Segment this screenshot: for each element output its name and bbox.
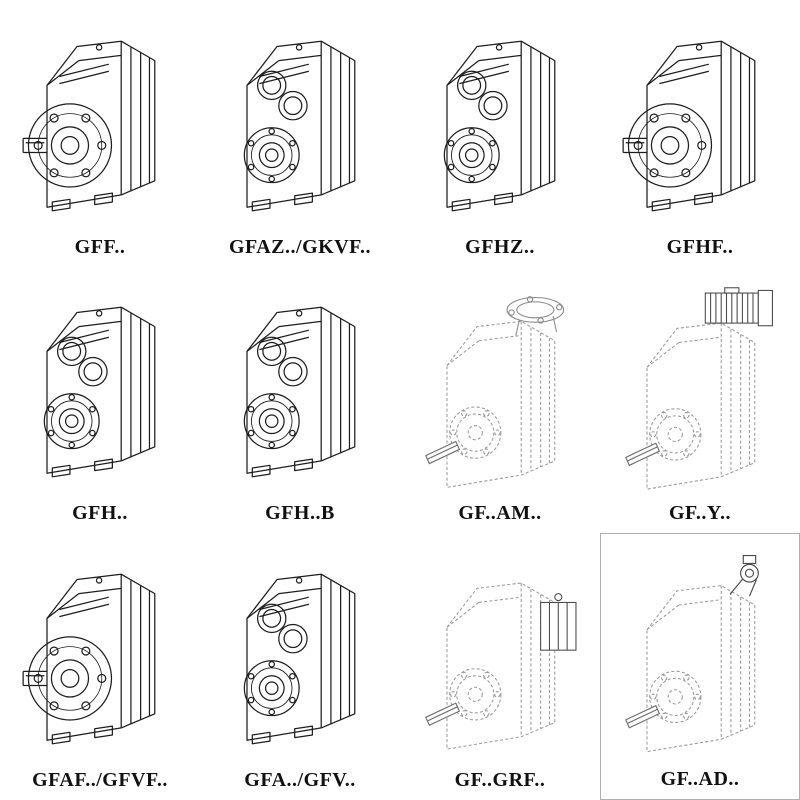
gearbox-label: GFF.. — [74, 235, 126, 258]
gearbox-drawing-gfh-b — [243, 306, 356, 478]
gearbox-drawing-gf-grf — [425, 582, 577, 750]
gearbox-cell: GF..AM.. — [400, 267, 600, 534]
gearbox-cell: GFF.. — [0, 0, 200, 267]
gearbox-drawing-gfh — [43, 306, 156, 478]
gearbox-drawing-gfhz — [443, 40, 556, 212]
gearbox-cell: GFAZ../GKVF.. — [200, 0, 400, 267]
gearbox-label: GFHF.. — [666, 235, 734, 258]
gearbox-drawing-gf-y — [625, 287, 773, 491]
gearbox-label: GF..AD.. — [660, 767, 740, 790]
gearbox-cell: GFHZ.. — [400, 0, 600, 267]
gearbox-cell: GF..AD.. — [600, 533, 800, 800]
gearbox-drawing-gf-ad — [625, 554, 759, 753]
gearbox-cell: GFAF../GFVF.. — [0, 533, 200, 800]
gearbox-drawing-gfhf — [622, 40, 756, 212]
gearbox-drawing-gff — [22, 40, 156, 212]
gearbox-drawing-gfaz-gkvf — [243, 40, 356, 212]
gearbox-label: GFA../GFV.. — [244, 768, 356, 791]
gearbox-cell: GFHF.. — [600, 0, 800, 267]
gearbox-cell: GFH.. — [0, 267, 200, 534]
gearbox-cell: GFH..B — [200, 267, 400, 534]
gearbox-label: GF..GRF.. — [454, 768, 546, 791]
gearbox-drawing-gfaf-gfvf — [22, 573, 156, 745]
gearbox-label: GF..AM.. — [458, 502, 542, 525]
gearbox-label: GF..Y.. — [668, 502, 732, 525]
gearbox-cell: GF..Y.. — [600, 267, 800, 534]
gearbox-label: GFH.. — [72, 502, 128, 525]
gearbox-label: GFH..B — [265, 502, 335, 525]
gearbox-drawing-gf-am — [425, 296, 565, 489]
gearbox-label: GFAZ../GKVF.. — [228, 235, 372, 258]
gearbox-label: GFAF../GFVF.. — [32, 768, 168, 791]
gearbox-label: GFHZ.. — [465, 235, 535, 258]
gearbox-cell: GF..GRF.. — [400, 533, 600, 800]
gearbox-cell: GFA../GFV.. — [200, 533, 400, 800]
gearbox-drawing-gfa-gfv — [243, 573, 356, 745]
